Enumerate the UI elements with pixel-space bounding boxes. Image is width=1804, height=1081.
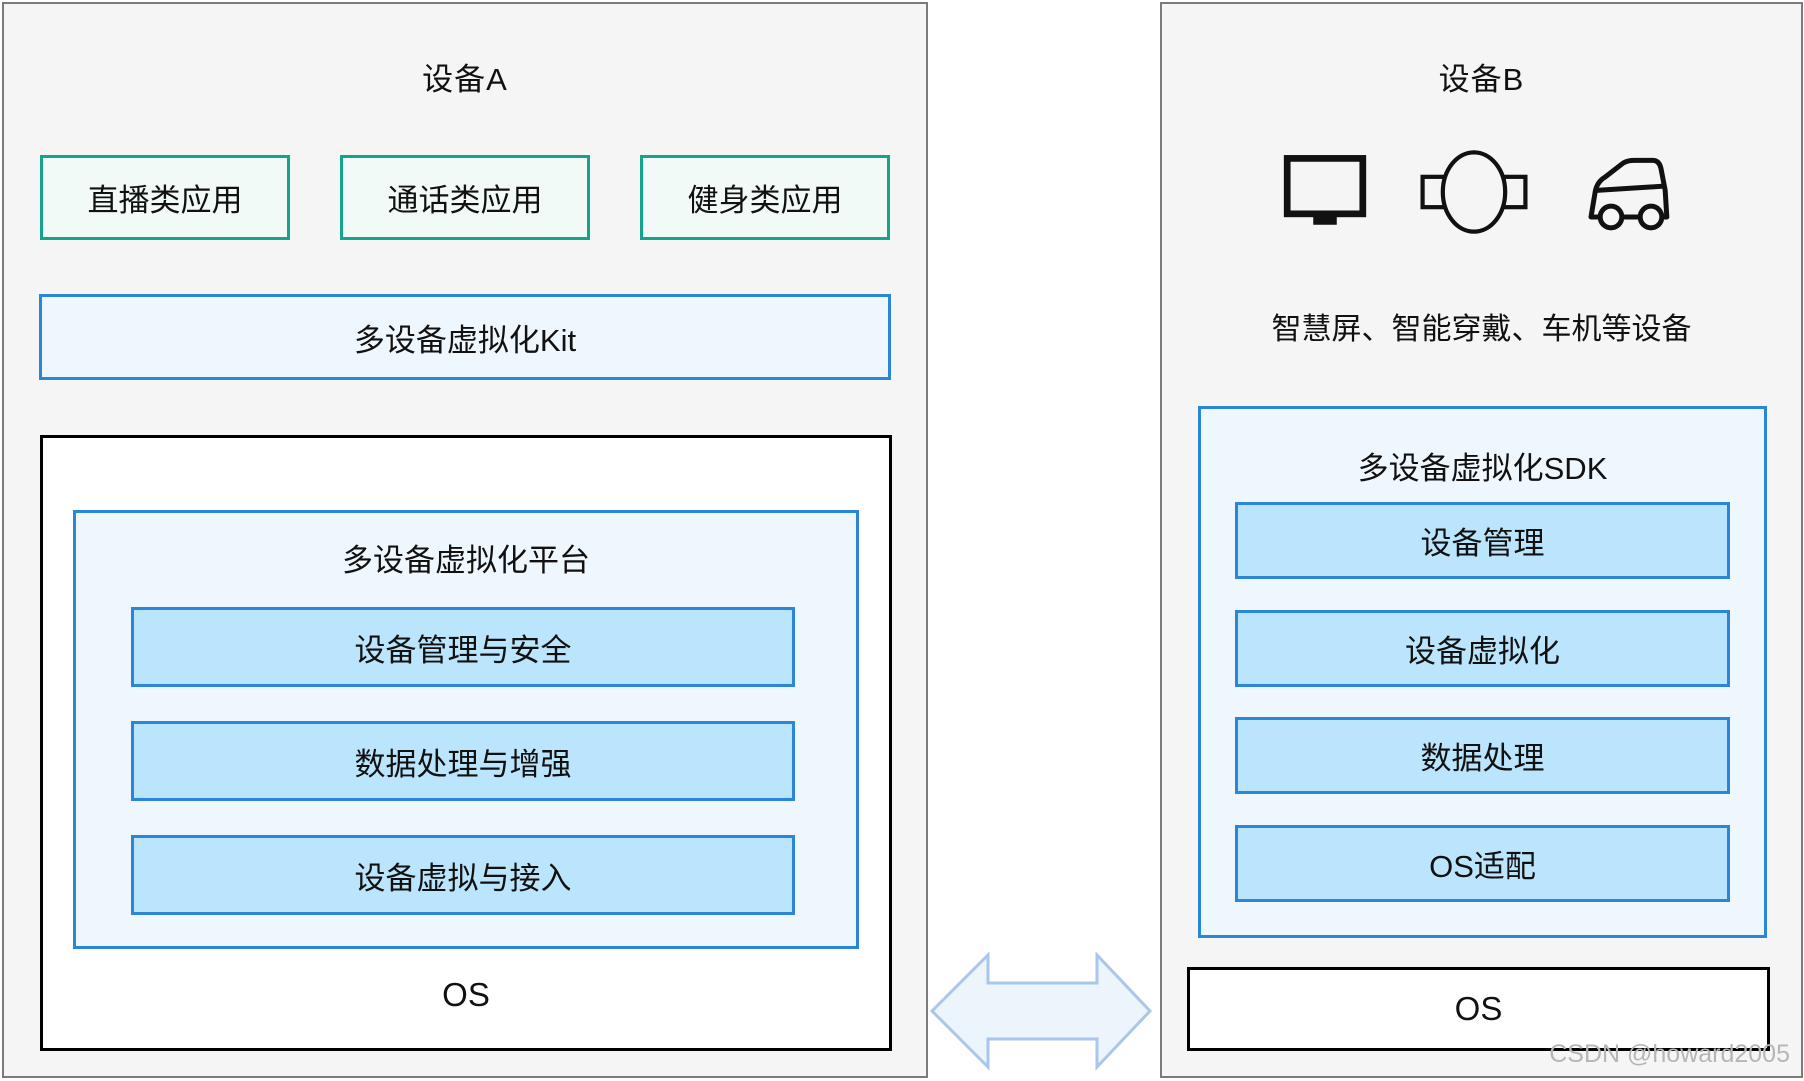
module-device-virtualization: 设备虚拟化 [1235,610,1730,687]
wearable-watch-icon [1415,149,1533,235]
virtualization-platform-box: 多设备虚拟化平台 设备管理与安全 数据处理与增强 设备虚拟与接入 [73,510,859,949]
virtualization-platform-title: 多设备虚拟化平台 [342,543,590,578]
app-box-calling: 通话类应用 [340,155,590,240]
module-data-processing: 数据处理 [1235,717,1730,794]
device-a-title: 设备A [422,62,508,97]
device-b-title: 设备B [1438,62,1525,97]
virtualization-sdk-title: 多设备虚拟化SDK [1357,451,1608,486]
virtualization-kit-box: 多设备虚拟化Kit [39,294,891,380]
device-a-os-container: 多设备虚拟化平台 设备管理与安全 数据处理与增强 设备虚拟与接入 OS [40,435,892,1051]
module-data-processing-enhancement: 数据处理与增强 [131,721,795,801]
module-device-management-security: 设备管理与安全 [131,607,795,687]
device-a-os-label: OS [442,976,490,1013]
device-b-icons-row [1162,142,1801,242]
device-b-caption: 智慧屏、智能穿戴、车机等设备 [1271,313,1692,346]
module-os-adaptation: OS适配 [1235,825,1730,902]
car-head-unit-icon [1581,150,1681,234]
module-device-virtualization-access: 设备虚拟与接入 [131,835,795,915]
app-box-live-streaming: 直播类应用 [40,155,290,240]
smart-screen-icon [1283,154,1367,230]
device-b-panel: 设备B 智慧屏、智能穿戴、车机等设备 多设备虚拟化SDK [1160,2,1803,1078]
module-device-management: 设备管理 [1235,502,1730,579]
bidirectional-arrow-icon [925,948,1157,1074]
device-b-os-box: OS [1187,967,1770,1051]
virtualization-sdk-box: 多设备虚拟化SDK 设备管理 设备虚拟化 数据处理 OS适配 [1198,406,1767,938]
app-box-fitness: 健身类应用 [640,155,890,240]
device-a-panel: 设备A 直播类应用 通话类应用 健身类应用 多设备虚拟化Kit 多设备虚拟化平台… [2,2,928,1078]
watermark: CSDN @howard2005 [1549,1040,1790,1068]
